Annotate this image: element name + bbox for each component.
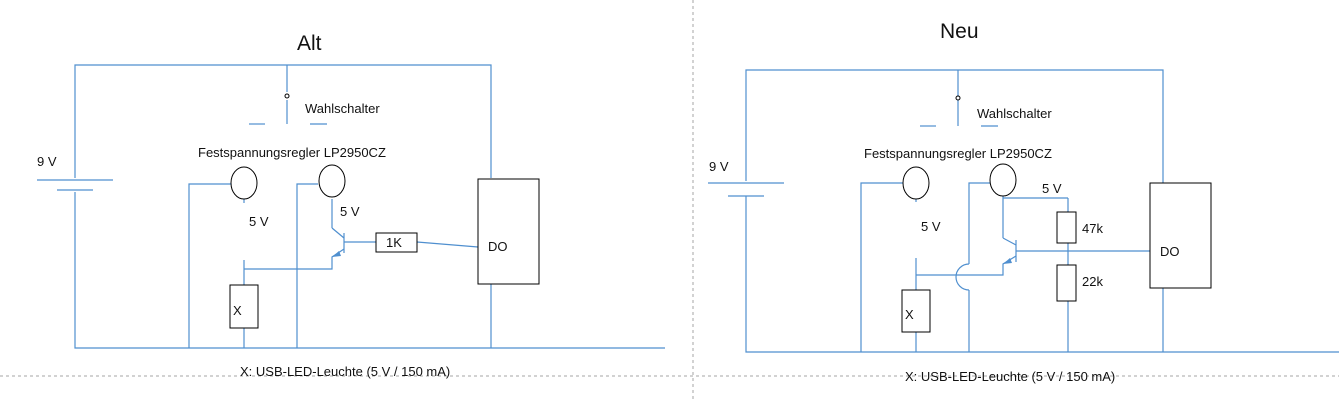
- alt-switch-contact: [284, 93, 290, 99]
- neu-load-label: X: [905, 307, 914, 322]
- alt-regulator-2: [318, 164, 346, 198]
- alt-switch-label: Wahlschalter: [305, 101, 380, 116]
- alt-transistor-arrow: [332, 251, 341, 257]
- neu-regulator-label: Festspannungsregler LP2950CZ: [864, 146, 1052, 161]
- alt-output-label: DO: [488, 239, 508, 254]
- alt-battery-label: 9 V: [37, 154, 57, 169]
- neu-reg2-output-label: 5 V: [1042, 181, 1062, 196]
- alt-resistor: [375, 232, 418, 253]
- neu-resistor-22k-label: 22k: [1082, 274, 1103, 289]
- neu-output-block: [1149, 182, 1212, 289]
- alt-load-label: X: [233, 303, 242, 318]
- alt-title: Alt: [297, 32, 322, 55]
- alt-reg1-output-label: 5 V: [249, 214, 269, 229]
- neu-title: Neu: [940, 20, 979, 43]
- neu-circuit: [745, 69, 1339, 353]
- neu-regulator-2: [989, 163, 1017, 197]
- neu-regulator-1: [902, 166, 930, 200]
- neu-resistor-47k: [1056, 211, 1077, 244]
- neu-resistor-22k: [1056, 264, 1077, 302]
- alt-resistor-label: 1K: [386, 235, 402, 250]
- alt-components: [37, 93, 540, 329]
- alt-output-block: [477, 178, 540, 285]
- neu-switch-contact: [955, 95, 961, 101]
- neu-caption: X: USB-LED-Leuchte (5 V / 150 mA): [905, 369, 1116, 384]
- alt-caption: X: USB-LED-Leuchte (5 V / 150 mA): [240, 364, 451, 379]
- neu-switch-label: Wahlschalter: [977, 106, 1052, 121]
- alt-load-box: [229, 284, 259, 329]
- alt-regulator-label: Festspannungsregler LP2950CZ: [198, 145, 386, 160]
- neu-reg1-output-label: 5 V: [921, 219, 941, 234]
- neu-transistor-arrow: [1003, 258, 1012, 264]
- alt-regulator-1: [230, 166, 258, 200]
- neu-output-label: DO: [1160, 244, 1180, 259]
- neu-components: [708, 95, 1212, 333]
- alt-reg2-output-label: 5 V: [340, 204, 360, 219]
- neu-load-box: [901, 289, 931, 333]
- neu-resistor-47k-label: 47k: [1082, 221, 1103, 236]
- alt-circuit: [74, 64, 665, 349]
- neu-battery-label: 9 V: [709, 159, 729, 174]
